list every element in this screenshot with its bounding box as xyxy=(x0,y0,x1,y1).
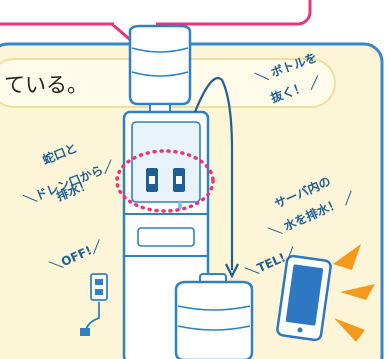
caption-text: ている。 xyxy=(4,73,88,97)
drain-arrow-icon xyxy=(193,77,234,270)
faucet-highlight-circle xyxy=(115,149,215,213)
faucet-icon xyxy=(146,168,185,192)
ringing-lines-icon xyxy=(333,244,375,342)
water-drop-icon xyxy=(178,200,182,210)
power-outlet-icon xyxy=(80,273,108,336)
waste-water-tank-icon xyxy=(174,273,254,359)
smartphone-icon xyxy=(276,254,332,342)
water-bottle-icon xyxy=(128,24,192,106)
